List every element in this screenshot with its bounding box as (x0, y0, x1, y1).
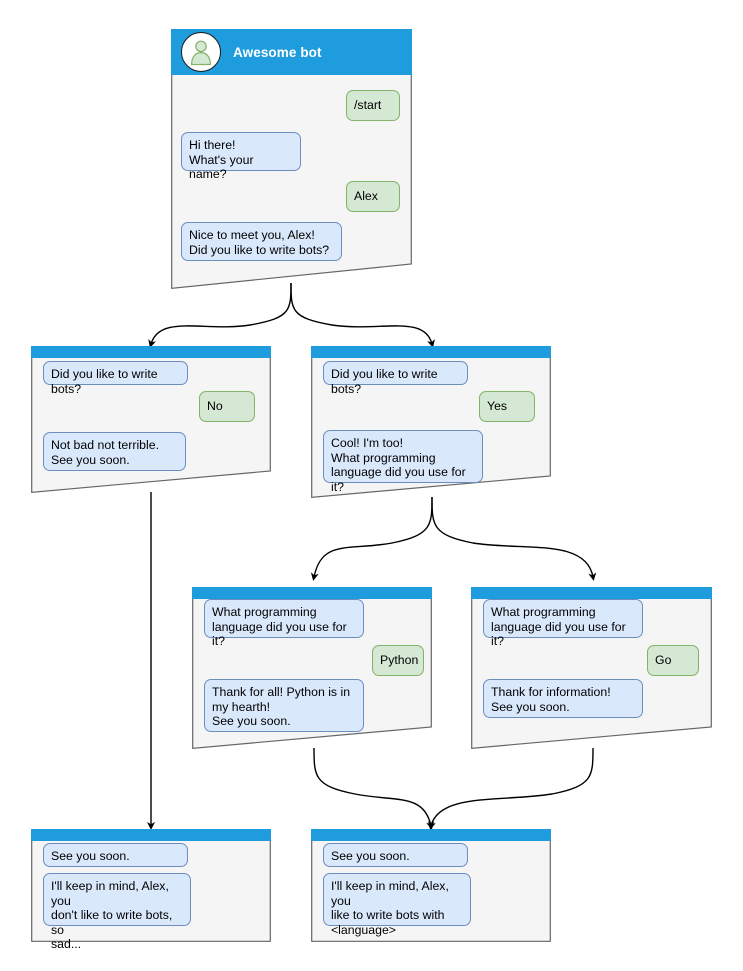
bubble-bot-see-you-soon[interactable]: See you soon. (323, 843, 468, 867)
edge-root-to-no (148, 282, 292, 348)
bubble-bot-keep-in-mind[interactable]: I'll keep in mind, Alex, you don't like … (43, 873, 191, 951)
card-root-title: Awesome bot (233, 44, 322, 60)
bubble-bot-q-write-bots[interactable]: Did you like to write bots? (323, 361, 468, 396)
bubble-user-python[interactable]: Python (372, 645, 424, 676)
card-root-header: Awesome bot (171, 29, 412, 75)
card-yes-branch-header (311, 346, 551, 358)
bubble-user-name[interactable]: Alex (346, 181, 400, 212)
card-python-branch-header (192, 587, 432, 599)
bubble-bot-q-language[interactable]: What programming language did you use fo… (204, 599, 364, 648)
card-no-branch[interactable]: Did you like to write bots? No Not bad n… (31, 346, 271, 493)
card-root[interactable]: Awesome bot /start Hi there! What's your… (171, 29, 412, 289)
edge-root-to-yes (290, 282, 435, 348)
card-yes-branch[interactable]: Did you like to write bots? Yes Cool! I'… (311, 346, 551, 498)
bubble-bot-greeting[interactable]: Hi there! What's your name? (181, 132, 301, 181)
card-end-yes-header (311, 829, 551, 841)
card-end-yes[interactable]: See you soon. I'll keep in mind, Alex, y… (311, 829, 551, 942)
card-no-branch-header (31, 346, 271, 358)
card-end-no[interactable]: See you soon. I'll keep in mind, Alex, y… (31, 829, 271, 951)
bubble-user-start[interactable]: /start (346, 90, 400, 121)
card-go-branch[interactable]: What programming language did you use fo… (471, 587, 712, 749)
bubble-bot-cool-im-too[interactable]: Cool! I'm too! What programming language… (323, 430, 483, 494)
bubble-user-no[interactable]: No (199, 391, 255, 422)
bubble-user-yes[interactable]: Yes (479, 391, 535, 422)
edge-go-to-end-yes (428, 747, 594, 830)
card-go-branch-header (471, 587, 712, 599)
card-end-no-header (31, 829, 271, 841)
edge-yes-to-python (310, 496, 433, 581)
bubble-bot-nice-to-meet[interactable]: Nice to meet you, Alex! Did you like to … (181, 222, 342, 261)
bubble-bot-keep-in-mind-language[interactable]: I'll keep in mind, Alex, you like to wri… (323, 873, 471, 937)
edge-yes-to-go (431, 496, 597, 581)
bubble-user-go[interactable]: Go (647, 645, 699, 676)
bubble-bot-thank-python[interactable]: Thank for all! Python is in my hearth! S… (204, 679, 364, 732)
edge-python-to-end-yes (313, 747, 435, 830)
person-avatar-icon (181, 32, 221, 72)
bubble-bot-thank-information[interactable]: Thank for information! See you soon. (483, 679, 643, 718)
bubble-bot-q-write-bots[interactable]: Did you like to write bots? (43, 361, 188, 396)
bubble-bot-q-language[interactable]: What programming language did you use fo… (483, 599, 643, 648)
bubble-bot-not-bad[interactable]: Not bad not terrible. See you soon. (43, 432, 186, 471)
card-python-branch[interactable]: What programming language did you use fo… (192, 587, 432, 749)
bubble-bot-see-you-soon[interactable]: See you soon. (43, 843, 188, 867)
